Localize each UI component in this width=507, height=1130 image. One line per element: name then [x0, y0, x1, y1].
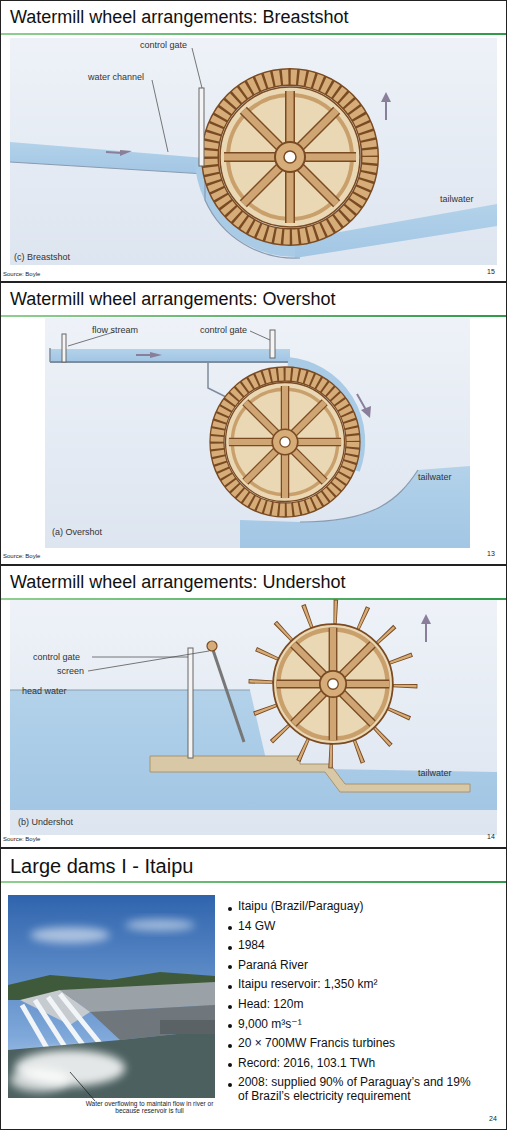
- breastshot-illustration: [10, 38, 497, 265]
- source-note: Source: Boyle: [3, 271, 40, 278]
- overshot-illustration-part: [361, 406, 371, 418]
- bullet-dot: [228, 946, 232, 950]
- part-label: tailwater: [418, 768, 452, 778]
- bullet-item: Paraná River: [238, 959, 308, 973]
- undershot-illustration-part: [10, 600, 497, 835]
- undershot-illustration-part: [88, 651, 209, 671]
- slide-frame: Watermill wheel arrangements: Overshot: [0, 282, 507, 565]
- heading-rule-part: [1, 315, 506, 317]
- dam-photo-part: [160, 1020, 215, 1034]
- dam-photo-part: [8, 1030, 215, 1098]
- overshot-illustration-part: [217, 374, 353, 510]
- part-label: control gate: [33, 652, 80, 662]
- overshot-illustration: [45, 318, 470, 548]
- undershot-illustration-part: [188, 648, 193, 758]
- part-label: tailwater: [440, 194, 474, 204]
- bullet-dot: [228, 965, 232, 969]
- figure-label: (c) Breastshot: [14, 252, 70, 262]
- dam-photo-part: [70, 1072, 95, 1101]
- bullet-item: 2008: supplied 90% of Paraguay’s and 19%…: [238, 1076, 478, 1104]
- bullet-item: Itaipu (Brazil/Paraguay): [238, 900, 363, 914]
- photo-caption: Water overflowing to maintain flow in ri…: [82, 1100, 217, 1115]
- bullet-dot: [228, 1005, 232, 1009]
- heading-rule-part: [1, 598, 506, 600]
- bullet-dot: [228, 1083, 232, 1087]
- bullet-item: 9,000 m³s⁻¹: [238, 1018, 302, 1032]
- bullet-item: 14 GW: [238, 920, 275, 934]
- bullet-item: Itaipu reservoir: 1,350 km²: [238, 978, 377, 992]
- dam-photo-part: [30, 927, 110, 943]
- page-number: 24: [489, 1115, 497, 1123]
- figure-label: (b) Undershot: [18, 817, 73, 827]
- overshot-illustration-part: [270, 330, 275, 358]
- breastshot-illustration-part: [199, 88, 204, 166]
- undershot-illustration-part: [421, 614, 431, 624]
- page-number: 14: [487, 833, 495, 841]
- slide-frame: Watermill wheel arrangements: Undershot: [0, 565, 507, 848]
- undershot-illustration-part: [150, 756, 470, 792]
- breastshot-illustration-part: [10, 38, 497, 265]
- slide-frame: Watermill wheel arrangements: Breastshot: [0, 0, 507, 282]
- bullet-item: 20 × 700MW Francis turbines: [238, 1037, 395, 1051]
- bullet-item: Head: 120m: [238, 998, 303, 1012]
- overshot-illustration-part: [50, 361, 292, 363]
- dam-photo-part: [8, 895, 215, 1098]
- part-label: control gate: [140, 40, 187, 50]
- overshot-illustration-part: [49, 348, 51, 362]
- overshot-illustration-part: [50, 349, 290, 361]
- dam-photo: [8, 895, 215, 1101]
- slide-heading: Watermill wheel arrangements: Overshot: [10, 289, 335, 310]
- breastshot-illustration-part: [152, 80, 168, 152]
- part-label: head water: [22, 686, 67, 696]
- bullet-dot: [228, 985, 232, 989]
- part-label: tailwater: [418, 472, 452, 482]
- breastshot-illustration-part: [106, 152, 122, 153]
- figure-label: (a) Overshot: [52, 527, 102, 537]
- breastshot-illustration-part: [381, 92, 391, 102]
- page-number: 13: [487, 550, 495, 558]
- overshot-illustration-part: [250, 331, 270, 340]
- breastshot-illustration-part: [192, 48, 202, 88]
- bullet-dot: [228, 907, 232, 911]
- source-note: Source: Boyle: [3, 553, 40, 560]
- undershot-illustration-part: [261, 612, 405, 756]
- bullet-item: Record: 2016, 103.1 TWh: [238, 1057, 375, 1071]
- part-label: control gate: [200, 325, 247, 335]
- breastshot-illustration-part: [10, 142, 205, 174]
- source-note: Source: Boyle: [3, 836, 40, 843]
- overshot-illustration-part: [357, 394, 366, 410]
- undershot-illustration: [10, 600, 497, 835]
- breastshot-illustration-part: [385, 100, 387, 120]
- dam-photo-part: [125, 919, 195, 931]
- bullet-dot: [228, 926, 232, 930]
- overshot-illustration-part: [62, 334, 66, 362]
- undershot-illustration-part: [207, 641, 217, 651]
- heading-rule: [1, 33, 506, 883]
- slide-heading: Watermill wheel arrangements: Undershot: [10, 572, 345, 593]
- bullet-dot: [228, 1044, 232, 1048]
- breastshot-illustration-part: [10, 162, 205, 174]
- slide-heading: Large dams I - Itaipu: [10, 855, 193, 878]
- breastshot-illustration-part: [210, 77, 370, 237]
- overshot-illustration-part: [45, 318, 470, 548]
- dam-photo-part: [10, 1068, 70, 1092]
- overshot-illustration-part: [136, 354, 152, 356]
- slide-heading: Watermill wheel arrangements: Breastshot: [10, 7, 348, 28]
- part-label: flow stream: [92, 325, 138, 335]
- page-number: 15: [487, 268, 495, 276]
- part-label: water channel: [88, 72, 144, 82]
- bullet-dot: [228, 1063, 232, 1067]
- part-label: screen: [57, 666, 84, 676]
- heading-rule-part: [1, 881, 506, 883]
- heading-rule-part: [1, 33, 506, 35]
- dam-photo-part: [60, 994, 102, 1046]
- undershot-illustration-part: [10, 690, 497, 810]
- bullet-dot: [228, 1024, 232, 1028]
- undershot-illustration-part: [213, 650, 244, 742]
- bullet-item: 1984: [238, 939, 265, 953]
- undershot-illustration-part: [425, 622, 427, 642]
